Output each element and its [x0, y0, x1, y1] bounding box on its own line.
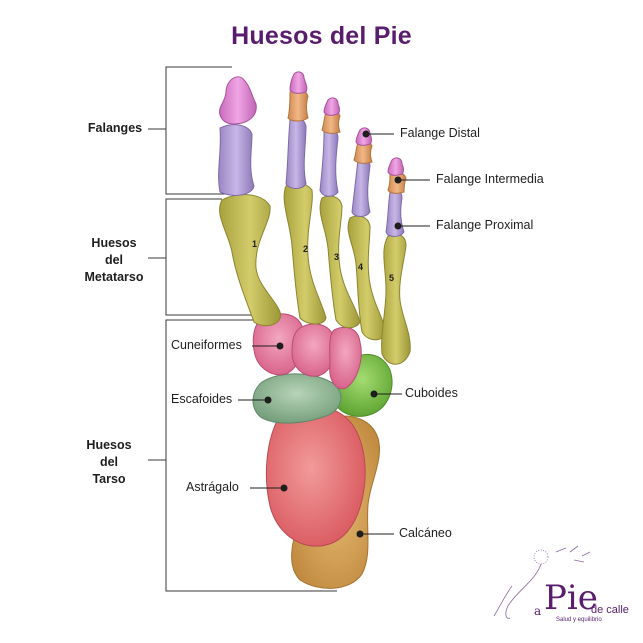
group-falanges-line1: Falanges [87, 121, 143, 135]
group-label-tarso: Huesos del Tarso [76, 437, 142, 488]
bracket-falanges [165, 66, 232, 195]
group-brackets [148, 66, 337, 592]
label-cuboides: Cuboides [405, 386, 458, 400]
label-escafoides: Escafoides [171, 392, 233, 406]
metatarsal-bones [219, 182, 411, 365]
metatarsal-number-1: 1 [252, 239, 257, 249]
group-metatarso-line1: Huesos [91, 236, 137, 250]
label-astragalo: Astrágalo [186, 480, 239, 494]
group-tarso-line2: del [99, 455, 119, 469]
metatarsal-5 [381, 233, 411, 365]
group-metatarso-line3: Metatarso [84, 270, 144, 284]
group-tarso-line3: Tarso [92, 472, 126, 486]
group-label-falanges: Falanges [82, 120, 148, 137]
label-falange-proximal: Falange Proximal [436, 218, 534, 232]
group-metatarso-line2: del [104, 253, 124, 267]
logo-prefix: a [534, 604, 542, 618]
page-title: Huesos del Pie [231, 22, 412, 50]
metatarsal-2 [283, 182, 327, 325]
logo-tagline: Salud y equilibrio [556, 617, 602, 623]
logo-dandelion-icon [493, 545, 591, 619]
label-pointers [238, 130, 430, 538]
label-calcaneo: Calcáneo [399, 526, 452, 540]
label-falange-distal: Falange Distal [400, 126, 480, 140]
bracket-tarso [165, 319, 337, 592]
distal-phalanges [219, 71, 404, 176]
logo-suffix: de calle [591, 604, 629, 616]
metatarsal-number-5: 5 [389, 273, 394, 283]
metatarsal-3 [319, 195, 361, 329]
metatarsal-1 [219, 194, 282, 327]
intermediate-phalanges [287, 89, 407, 194]
label-cuneiformes: Cuneiformes [171, 338, 242, 352]
metatarsal-number-4: 4 [358, 262, 363, 272]
group-tarso-line1: Huesos [86, 438, 132, 452]
label-falange-intermedia: Falange Intermedia [436, 172, 544, 186]
metatarsal-number-3: 3 [334, 252, 339, 262]
logo-name: Pie [544, 578, 598, 618]
group-label-metatarso: Huesos del Metatarso [76, 235, 152, 286]
bracket-metatarso [165, 198, 262, 316]
astragalo-bone [265, 404, 366, 547]
metatarsal-number-2: 2 [303, 244, 308, 254]
